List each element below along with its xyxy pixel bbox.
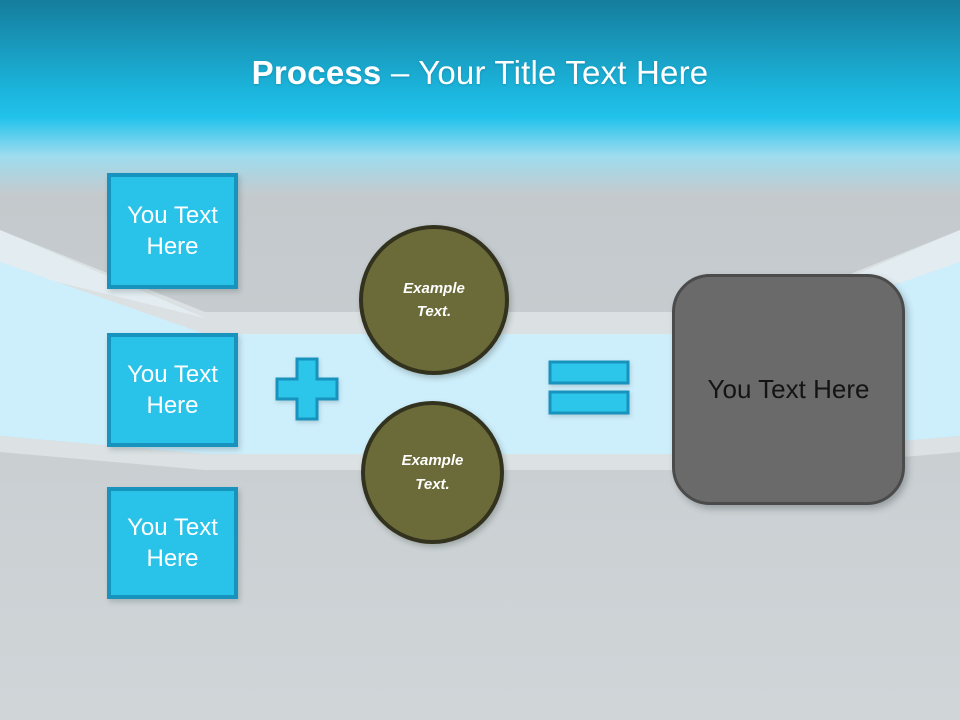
sky-band [0, 0, 960, 195]
left-light-wedge [0, 230, 205, 318]
input-box-2[interactable]: You Text Here [107, 333, 238, 447]
input-box-2-label: You Text Here [127, 360, 218, 419]
title-separator: – [381, 54, 419, 91]
plus-icon [275, 357, 339, 421]
example-circle-2-label: Example Text. [401, 452, 464, 493]
result-box[interactable]: You Text Here [672, 274, 905, 505]
example-circle-1[interactable]: Example Text. [359, 225, 509, 375]
equals-icon [548, 360, 630, 415]
example-circle-1-label: Example Text. [403, 279, 465, 320]
example-circle-2[interactable]: Example Text. [361, 401, 504, 544]
input-box-3[interactable]: You Text Here [107, 487, 238, 599]
slide-title: Process – Your Title Text Here [0, 52, 960, 93]
input-box-1-label: You Text Here [127, 201, 218, 260]
title-text: Your Title Text Here [418, 54, 709, 91]
title-keyword: Process [251, 54, 382, 91]
result-box-label: You Text Here [707, 374, 870, 405]
input-box-1[interactable]: You Text Here [107, 173, 238, 289]
input-box-3-label: You Text Here [127, 513, 218, 572]
